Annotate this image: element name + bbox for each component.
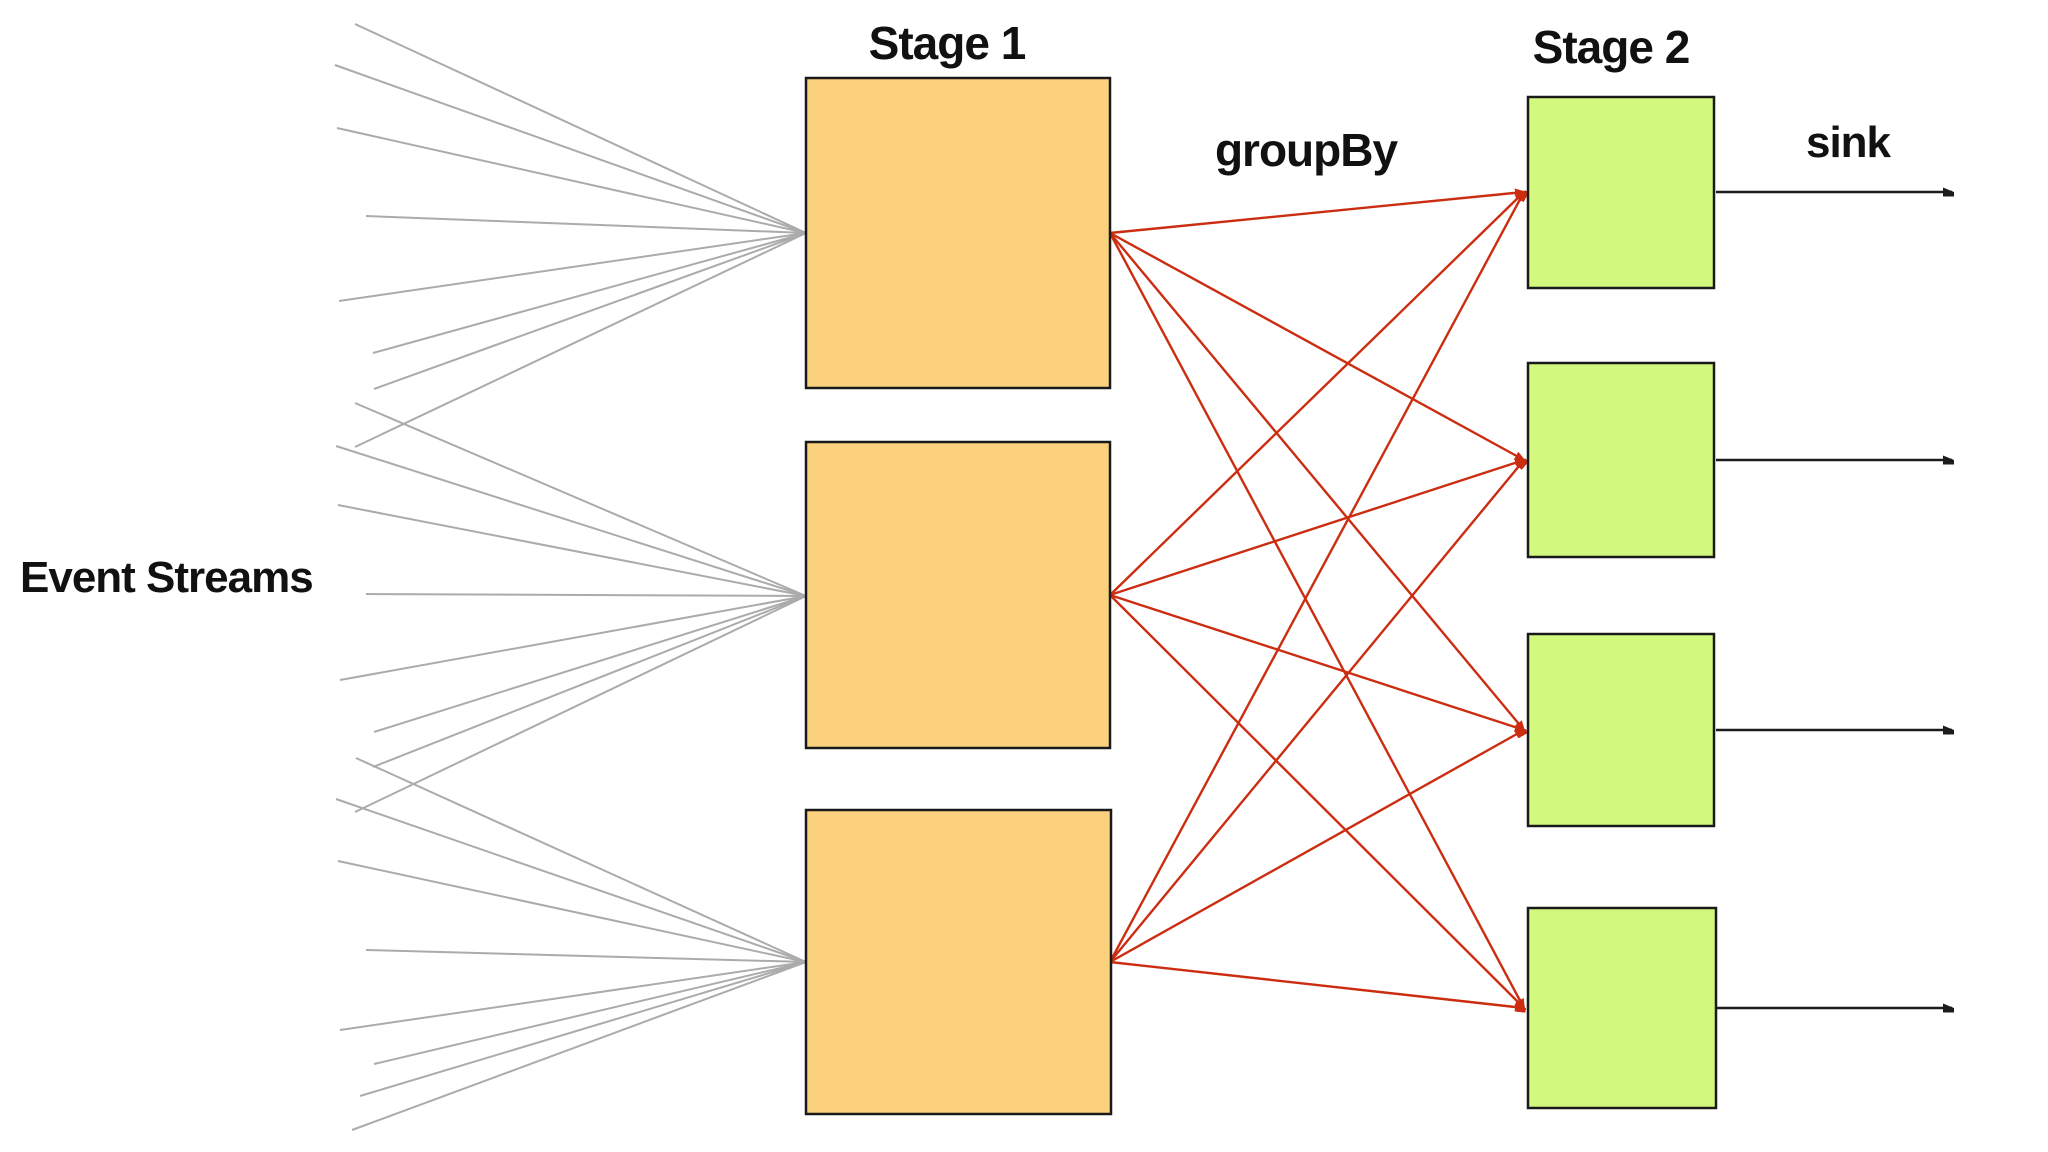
stage2-label: Stage 2	[1532, 21, 1691, 73]
event-stream-line	[372, 595, 807, 768]
event-streams-label: Event Streams	[20, 553, 314, 602]
group-by-arrow	[1108, 192, 1524, 963]
stage1-box	[804, 808, 1113, 1116]
event-stream-line	[336, 127, 807, 234]
group-by-arrow	[1109, 960, 1524, 1008]
event-stream-line	[337, 504, 807, 597]
stage2-box	[1526, 361, 1716, 559]
group-by-label: groupBy	[1214, 124, 1398, 176]
event-stream-line	[351, 961, 807, 1131]
event-stream-line	[335, 445, 807, 597]
event-stream-line	[335, 798, 807, 963]
event-stream-line	[337, 860, 807, 963]
event-stream-line	[355, 757, 807, 963]
event-stream-line	[365, 215, 807, 234]
event-stream-line	[354, 232, 807, 448]
event-stream-line	[365, 949, 807, 963]
group-by-arrow	[1109, 460, 1524, 597]
group-by-arrow	[1109, 730, 1524, 964]
sink-label: sink	[1805, 118, 1891, 167]
stage1-box	[804, 76, 1112, 390]
event-stream-line	[365, 593, 807, 597]
stage1-label: Stage 1	[868, 17, 1027, 69]
event-stream-line	[354, 402, 807, 597]
group-by-arrow	[1109, 192, 1524, 596]
event-stream-line	[373, 232, 807, 390]
event-stream-line	[334, 64, 807, 234]
event-stream-line	[372, 232, 807, 354]
stage2-box	[1526, 906, 1718, 1110]
stage1-box	[804, 440, 1112, 750]
event-stream-line	[354, 23, 807, 234]
group-by-arrow	[1109, 231, 1524, 460]
event-stream-line	[373, 595, 807, 733]
stage2-box	[1526, 632, 1716, 828]
group-by-arrow	[1108, 232, 1524, 1008]
group-by-arrow	[1109, 460, 1524, 963]
event-stream-line	[354, 595, 807, 813]
group-by-arrow	[1109, 594, 1524, 1008]
event-stream-line	[373, 961, 807, 1065]
event-stream-line	[359, 961, 807, 1097]
group-by-arrow	[1109, 192, 1524, 235]
group-by-arrow	[1109, 593, 1524, 730]
event-stream-line	[338, 232, 807, 302]
event-stream-line	[339, 961, 807, 1031]
stage2-box	[1526, 95, 1716, 290]
group-by-arrow	[1109, 232, 1524, 730]
event-stream-line	[339, 595, 807, 681]
